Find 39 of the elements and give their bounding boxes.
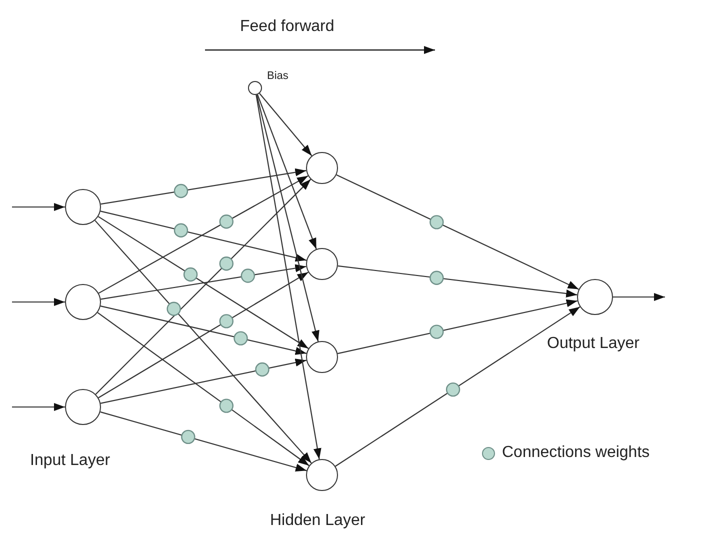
node-circle [65,284,101,320]
connection-arrow [336,174,579,290]
connection-arrow [335,306,580,467]
connection-arrow [256,94,317,250]
connection-arrow [98,175,308,294]
connection-arrow [12,203,65,211]
connection-arrow [613,293,665,301]
connection-arrow [95,178,312,395]
connection-arrow [12,298,65,306]
node-circle [306,248,338,280]
connection-arrow [100,306,307,355]
direction-label: Feed forward [240,18,334,36]
node-circle [65,189,101,225]
layer-label: Hidden Layer [270,512,366,530]
connection-arrow [12,403,65,411]
node-caption: Bias [267,70,288,82]
node-circle [306,152,338,184]
node-circle [306,459,338,491]
connection-arrow [100,168,306,205]
connection-arrow [256,94,320,342]
connection-arrow [97,312,310,466]
layer-label: Output Layer [547,335,640,353]
connection-arrow [338,265,578,298]
legend-label: Connections weights [502,444,650,462]
connection-arrow [94,220,312,464]
connection-arrow [98,216,309,349]
connection-arrow [100,210,307,262]
connection-arrow [100,358,306,404]
bias-node-circle [248,81,262,95]
connection-arrow [98,272,309,398]
connection-arrow [259,93,312,156]
connection-arrow [338,299,578,354]
connection-arrow [256,94,322,460]
connection-arrow [100,411,307,472]
node-circle [577,279,613,315]
layer-label: Input Layer [30,452,110,470]
node-circle [306,341,338,373]
connection-arrow [100,264,306,300]
node-circle [65,389,101,425]
